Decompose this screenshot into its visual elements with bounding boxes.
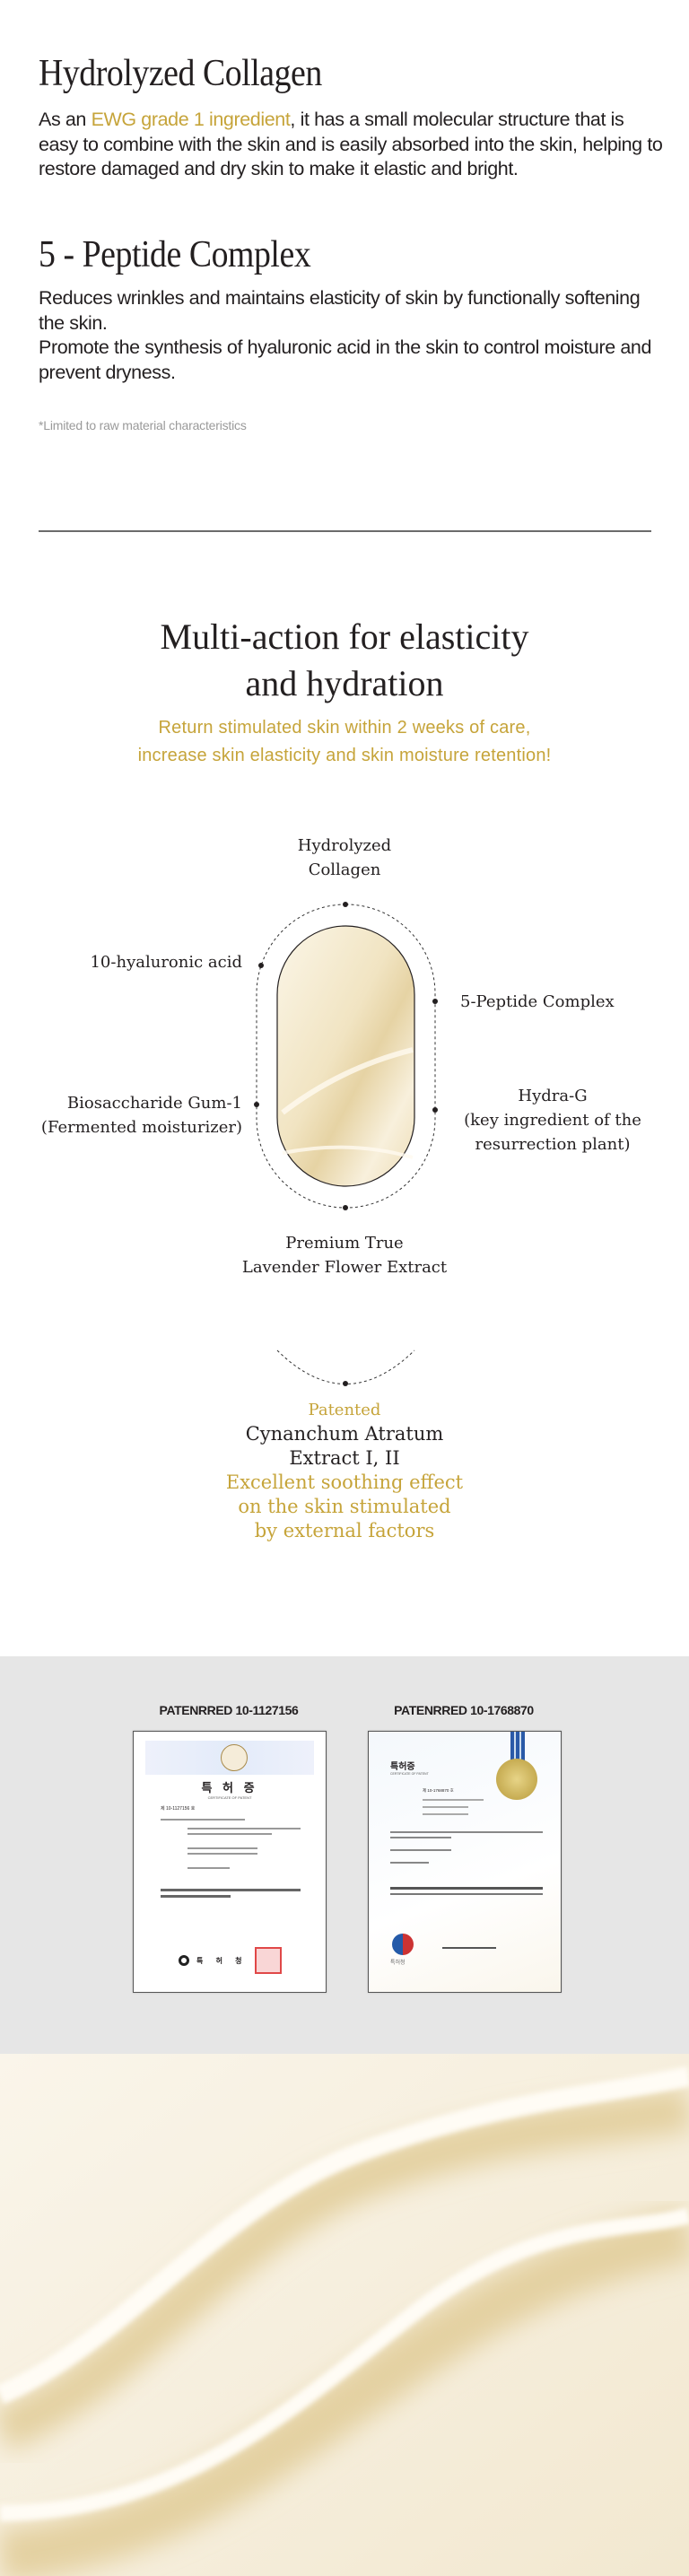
dot-right-lower <box>432 1107 438 1113</box>
label-line: Lavender Flower Extract <box>241 1258 448 1277</box>
collagen-text-rest: , it has a small molecular structure tha… <box>39 109 663 180</box>
label-line: (key ingredient of the <box>464 1111 641 1130</box>
certificates-section <box>0 1656 689 2054</box>
office-name: 특허청 <box>390 1960 406 1966</box>
office-logo-icon <box>179 1955 189 1966</box>
ribbon-icon <box>510 1732 525 1762</box>
label-peptide-complex: 5-Peptide Complex <box>460 992 615 1011</box>
korea-ip-logo-icon <box>392 1934 414 1955</box>
certificate-body <box>390 1799 543 1895</box>
office-seal: 특 허 청 <box>179 1947 282 1974</box>
patent-label-1: PATENRRED 10-1127156 <box>159 1703 299 1717</box>
ingredient-diagram <box>254 902 438 1386</box>
ewg-highlight: EWG grade 1 ingredient <box>91 109 291 130</box>
peptide-heading: 5 - Peptide Complex <box>39 234 311 275</box>
patented-name: Cynanchum Atratum <box>245 1423 444 1445</box>
patent-certificate-1[interactable]: 특 허 증 CERTIFICATE OF PATENT 제 10-1127156… <box>133 1731 327 1993</box>
patented-tag: Patented <box>308 1401 381 1419</box>
label-line: (Fermented moisturizer) <box>40 1118 242 1137</box>
patented-effect: by external factors <box>254 1520 435 1541</box>
label-lavender: Premium True Lavender Flower Extract <box>210 1231 479 1279</box>
patented-effect: on the skin stimulated <box>238 1496 451 1517</box>
collagen-heading: Hydrolyzed Collagen <box>39 53 322 94</box>
label-line: Hydra-G <box>518 1087 588 1105</box>
multi-action-subtitle: Return stimulated skin within 2 weeks of… <box>0 714 689 770</box>
divider <box>39 530 651 532</box>
certificate-subtitle: CERTIFICATE OF PATENT <box>207 1795 252 1800</box>
footnote: *Limited to raw material characteristics <box>39 418 247 432</box>
office-name: 특 허 청 <box>196 1956 248 1965</box>
label-hydra-g: Hydra-G (key ingredient of the resurrect… <box>445 1084 660 1157</box>
patent-certificate-2[interactable]: 특허증 CERTIFICATE OF PATENT 제 10-1768870 호… <box>368 1731 562 1993</box>
certificate-subtitle: CERTIFICATE OF PATENT <box>390 1772 429 1776</box>
peptide-description: Reduces wrinkles and maintains elasticit… <box>39 286 667 385</box>
label-biosaccharide: Biosaccharide Gum-1 (Fermented moisturiz… <box>9 1091 242 1140</box>
certificate-banner <box>145 1741 314 1775</box>
certificate-title: 특허증 <box>390 1762 415 1772</box>
label-hyaluronic-acid: 10-hyaluronic acid <box>90 953 242 972</box>
dashed-arc <box>276 1349 415 1384</box>
label-line: resurrection plant) <box>475 1135 631 1154</box>
collagen-text: As an <box>39 109 92 130</box>
dot-left-lower <box>254 1102 259 1107</box>
cream-texture-image <box>0 2054 689 2576</box>
label-line: Biosaccharide Gum-1 <box>66 1094 242 1113</box>
cream-swirl <box>0 2054 689 2576</box>
certificate-title: 특 허 증 <box>201 1781 258 1794</box>
title-line: and hydration <box>245 663 444 703</box>
certificate-number: 제 10-1127156 호 <box>161 1806 196 1812</box>
label-line: Premium True <box>285 1234 404 1253</box>
dot-right-upper <box>432 999 438 1004</box>
dot-left-upper <box>258 963 264 968</box>
label-hydrolyzed-collagen: Hydrolyzed Collagen <box>255 834 434 882</box>
gold-seal-icon <box>496 1759 537 1800</box>
label-line: Hydrolyzed <box>297 836 392 855</box>
label-line: Collagen <box>308 860 381 879</box>
dot-bottom <box>343 1205 348 1210</box>
red-stamp-icon <box>254 1947 282 1974</box>
cream-capsule <box>276 925 415 1187</box>
signature <box>442 1947 496 1949</box>
patented-block: Patented Cynanchum Atratum Extract I, II… <box>0 1398 689 1543</box>
subtitle-line: Return stimulated skin within 2 weeks of… <box>158 718 531 738</box>
dot-patented <box>343 1381 348 1386</box>
patent-label-2: PATENRRED 10-1768870 <box>394 1703 534 1717</box>
patented-name: Extract I, II <box>289 1447 400 1469</box>
collagen-description: As an EWG grade 1 ingredient, it has a s… <box>39 108 667 182</box>
dot-top <box>343 902 348 907</box>
peptide-line-2: Promote the synthesis of hyaluronic acid… <box>39 336 652 383</box>
peptide-line-1: Reduces wrinkles and maintains elasticit… <box>39 287 641 334</box>
certificate-body <box>161 1819 301 1898</box>
certificate-number: 제 10-1768870 호 <box>423 1788 454 1793</box>
multi-action-title: Multi-action for elasticity and hydratio… <box>0 614 689 707</box>
diagram-dots <box>254 902 438 1210</box>
title-line: Multi-action for elasticity <box>160 616 529 657</box>
subtitle-line: increase skin elasticity and skin moistu… <box>137 746 552 765</box>
emblem-icon <box>221 1744 248 1771</box>
patented-effect: Excellent soothing effect <box>225 1471 464 1493</box>
